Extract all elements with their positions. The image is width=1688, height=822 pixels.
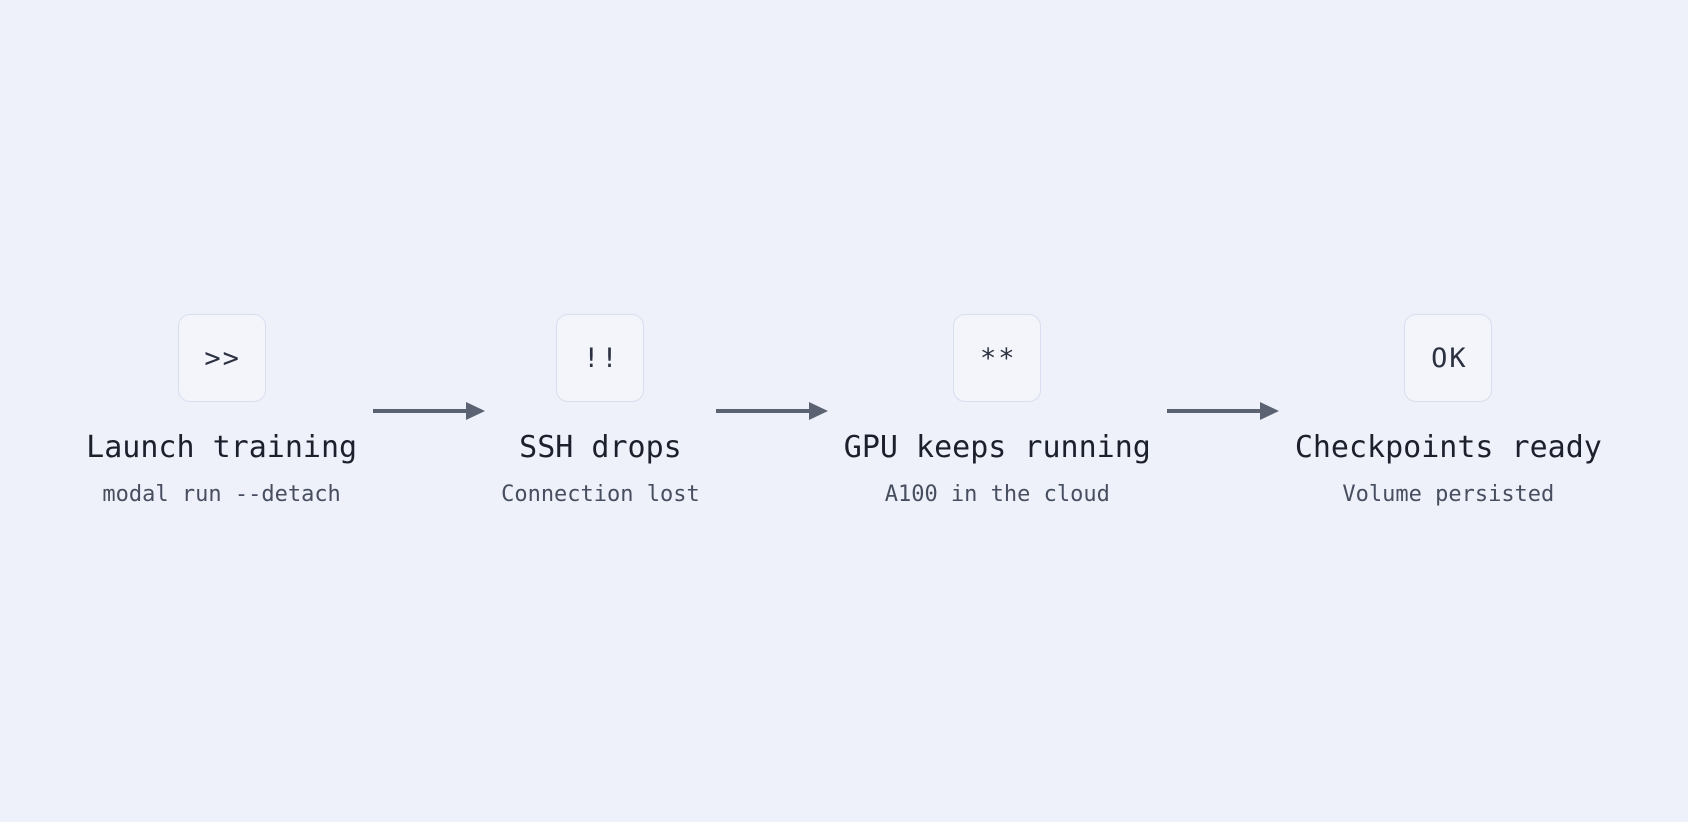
step-gpu-keeps-running: ** GPU keeps running A100 in the cloud: [844, 314, 1151, 508]
double-asterisk-icon: **: [980, 342, 1017, 374]
arrow-line: [715, 409, 809, 413]
ok-icon: OK: [1431, 342, 1468, 374]
arrow-line: [373, 409, 467, 413]
arrow-head: [1259, 402, 1279, 420]
step-subtitle: A100 in the cloud: [884, 482, 1110, 507]
double-chevron-icon: >>: [204, 342, 241, 374]
step-subtitle: modal run --detach: [102, 482, 341, 507]
step-icon-box: !!: [556, 314, 645, 402]
step-icon-box: OK: [1404, 314, 1493, 402]
step-title: Checkpoints ready: [1294, 430, 1602, 465]
step-icon-box: **: [953, 314, 1042, 402]
step-subtitle: Connection lost: [501, 482, 700, 507]
arrow-line: [1166, 409, 1260, 413]
double-exclamation-icon: !!: [583, 342, 620, 374]
step-ssh-drops: !! SSH drops Connection lost: [501, 314, 700, 508]
step-checkpoints-ready: OK Checkpoints ready Volume persisted: [1295, 314, 1602, 508]
arrow-right-icon: [715, 402, 828, 420]
step-title: SSH drops: [519, 430, 682, 465]
arrow-right-icon: [1166, 402, 1279, 420]
arrow-head: [466, 402, 486, 420]
step-launch-training: >> Launch training modal run --detach: [86, 314, 357, 508]
arrow-head: [808, 402, 828, 420]
step-icon-box: >>: [177, 314, 266, 402]
step-subtitle: Volume persisted: [1342, 482, 1555, 507]
arrow-right-icon: [373, 402, 486, 420]
step-title: GPU keeps running: [843, 430, 1151, 465]
step-title: Launch training: [86, 430, 358, 465]
